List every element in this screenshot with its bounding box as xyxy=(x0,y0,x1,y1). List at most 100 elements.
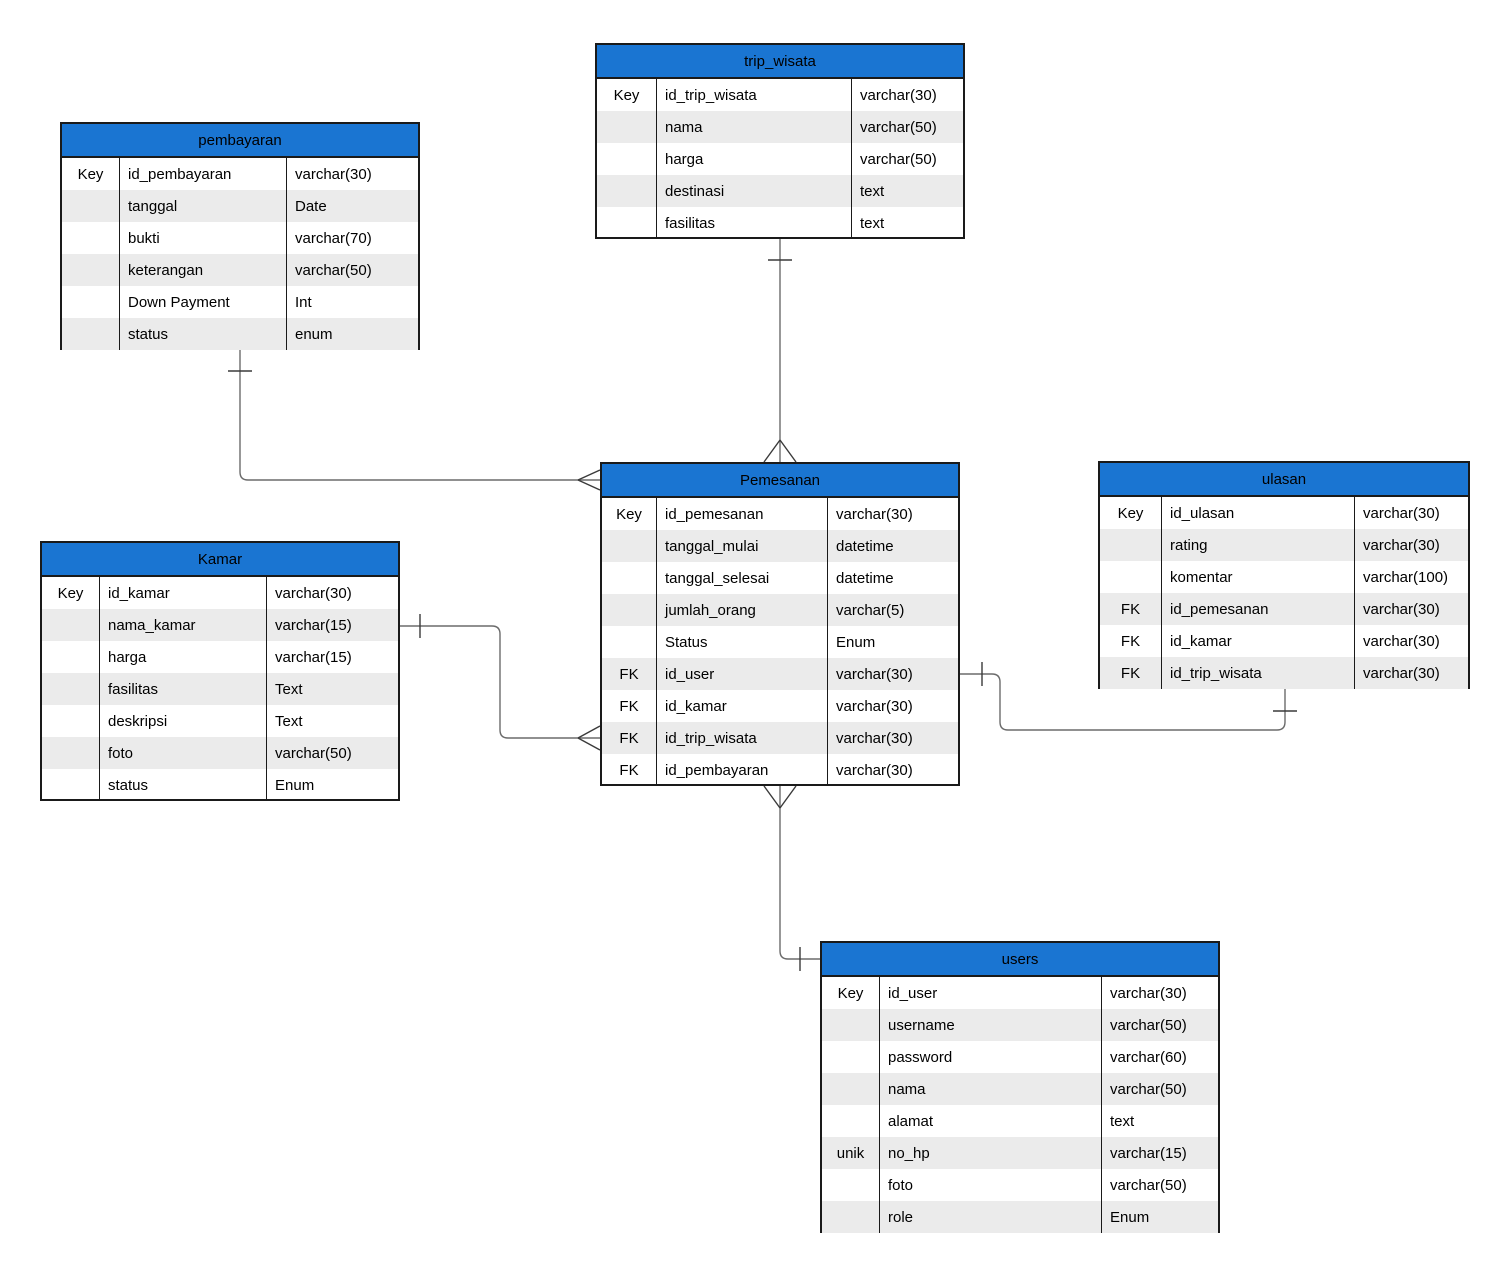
field-type-cell: Int xyxy=(295,293,312,311)
field-type-cell: enum xyxy=(295,325,333,343)
table-row: keterangan varchar(50) xyxy=(62,254,418,286)
field-key-cell: FK xyxy=(602,754,657,786)
entity-title[interactable]: users xyxy=(822,943,1218,977)
field-type-cell: varchar(50) xyxy=(860,118,937,136)
field-type-cell: Date xyxy=(295,197,327,215)
field-key-cell: unik xyxy=(822,1137,880,1169)
field-key-cell: FK xyxy=(1100,657,1162,689)
field-name-cell: id_kamar xyxy=(100,577,267,609)
field-name-cell: harga xyxy=(100,641,267,673)
relationship-pemesanan-users[interactable] xyxy=(779,786,820,960)
field-key-cell xyxy=(597,111,657,143)
field-name-cell: id_kamar xyxy=(657,690,828,722)
relationship-pemesanan-ulasan[interactable] xyxy=(960,673,1286,731)
field-key-cell xyxy=(822,1169,880,1201)
field-name-cell: alamat xyxy=(880,1105,1102,1137)
field-key-cell xyxy=(597,143,657,175)
field-key-cell xyxy=(1100,561,1162,593)
field-name-cell: id_pemesanan xyxy=(657,498,828,530)
entity-title[interactable]: Pemesanan xyxy=(602,464,958,498)
field-key-cell xyxy=(822,1105,880,1137)
field-type-cell: varchar(30) xyxy=(275,584,352,602)
table-row: nama varchar(50) xyxy=(597,111,963,143)
field-name-cell: harga xyxy=(657,143,852,175)
field-type-cell: varchar(30) xyxy=(1363,504,1440,522)
field-name-cell: nama xyxy=(880,1073,1102,1105)
field-type-cell: varchar(50) xyxy=(295,261,372,279)
field-name-cell: status xyxy=(100,769,267,801)
entity-title[interactable]: Kamar xyxy=(42,543,398,577)
field-name-cell: id_user xyxy=(657,658,828,690)
field-type-cell: varchar(30) xyxy=(860,86,937,104)
crowfoot-many-marker xyxy=(577,469,601,491)
field-name-cell: nama xyxy=(657,111,852,143)
field-key-cell: FK xyxy=(1100,625,1162,657)
field-key-cell xyxy=(602,562,657,594)
field-key-cell xyxy=(597,207,657,239)
field-key-cell xyxy=(822,1201,880,1233)
relationship-kamar-pemesanan[interactable] xyxy=(400,625,600,739)
field-type-cell: varchar(15) xyxy=(275,648,352,666)
field-type-cell: varchar(30) xyxy=(1363,600,1440,618)
field-type-cell: varchar(15) xyxy=(1110,1144,1187,1162)
field-name-cell: Status xyxy=(657,626,828,658)
field-key-cell xyxy=(62,318,120,350)
field-type-cell: datetime xyxy=(836,569,894,587)
field-type-cell: varchar(50) xyxy=(860,150,937,168)
field-type-cell: Enum xyxy=(1110,1208,1150,1226)
relationship-pembayaran-pemesanan[interactable] xyxy=(239,350,600,481)
field-key-cell xyxy=(62,222,120,254)
field-key-cell xyxy=(822,1073,880,1105)
field-type-cell: varchar(50) xyxy=(1110,1016,1187,1034)
field-key-cell: Key xyxy=(42,577,100,609)
field-key-cell xyxy=(42,737,100,769)
field-name-cell: bukti xyxy=(120,222,287,254)
field-key-cell xyxy=(1100,529,1162,561)
field-key-cell: FK xyxy=(602,722,657,754)
entity-title[interactable]: pembayaran xyxy=(62,124,418,158)
field-name-cell: id_pembayaran xyxy=(120,158,287,190)
field-type-cell: varchar(60) xyxy=(1110,1048,1187,1066)
entity-title[interactable]: ulasan xyxy=(1100,463,1468,497)
entity-title[interactable]: trip_wisata xyxy=(597,45,963,79)
field-name-cell: no_hp xyxy=(880,1137,1102,1169)
field-type-cell: varchar(30) xyxy=(836,665,913,683)
field-name-cell: rating xyxy=(1162,529,1355,561)
field-key-cell xyxy=(822,1041,880,1073)
field-key-cell: Key xyxy=(597,79,657,111)
field-name-cell: tanggal_mulai xyxy=(657,530,828,562)
table-row: harga varchar(15) xyxy=(42,641,398,673)
field-name-cell: nama_kamar xyxy=(100,609,267,641)
field-name-cell: foto xyxy=(100,737,267,769)
field-name-cell: keterangan xyxy=(120,254,287,286)
field-key-cell xyxy=(42,641,100,673)
field-key-cell xyxy=(597,175,657,207)
field-type-cell: text xyxy=(860,214,885,232)
